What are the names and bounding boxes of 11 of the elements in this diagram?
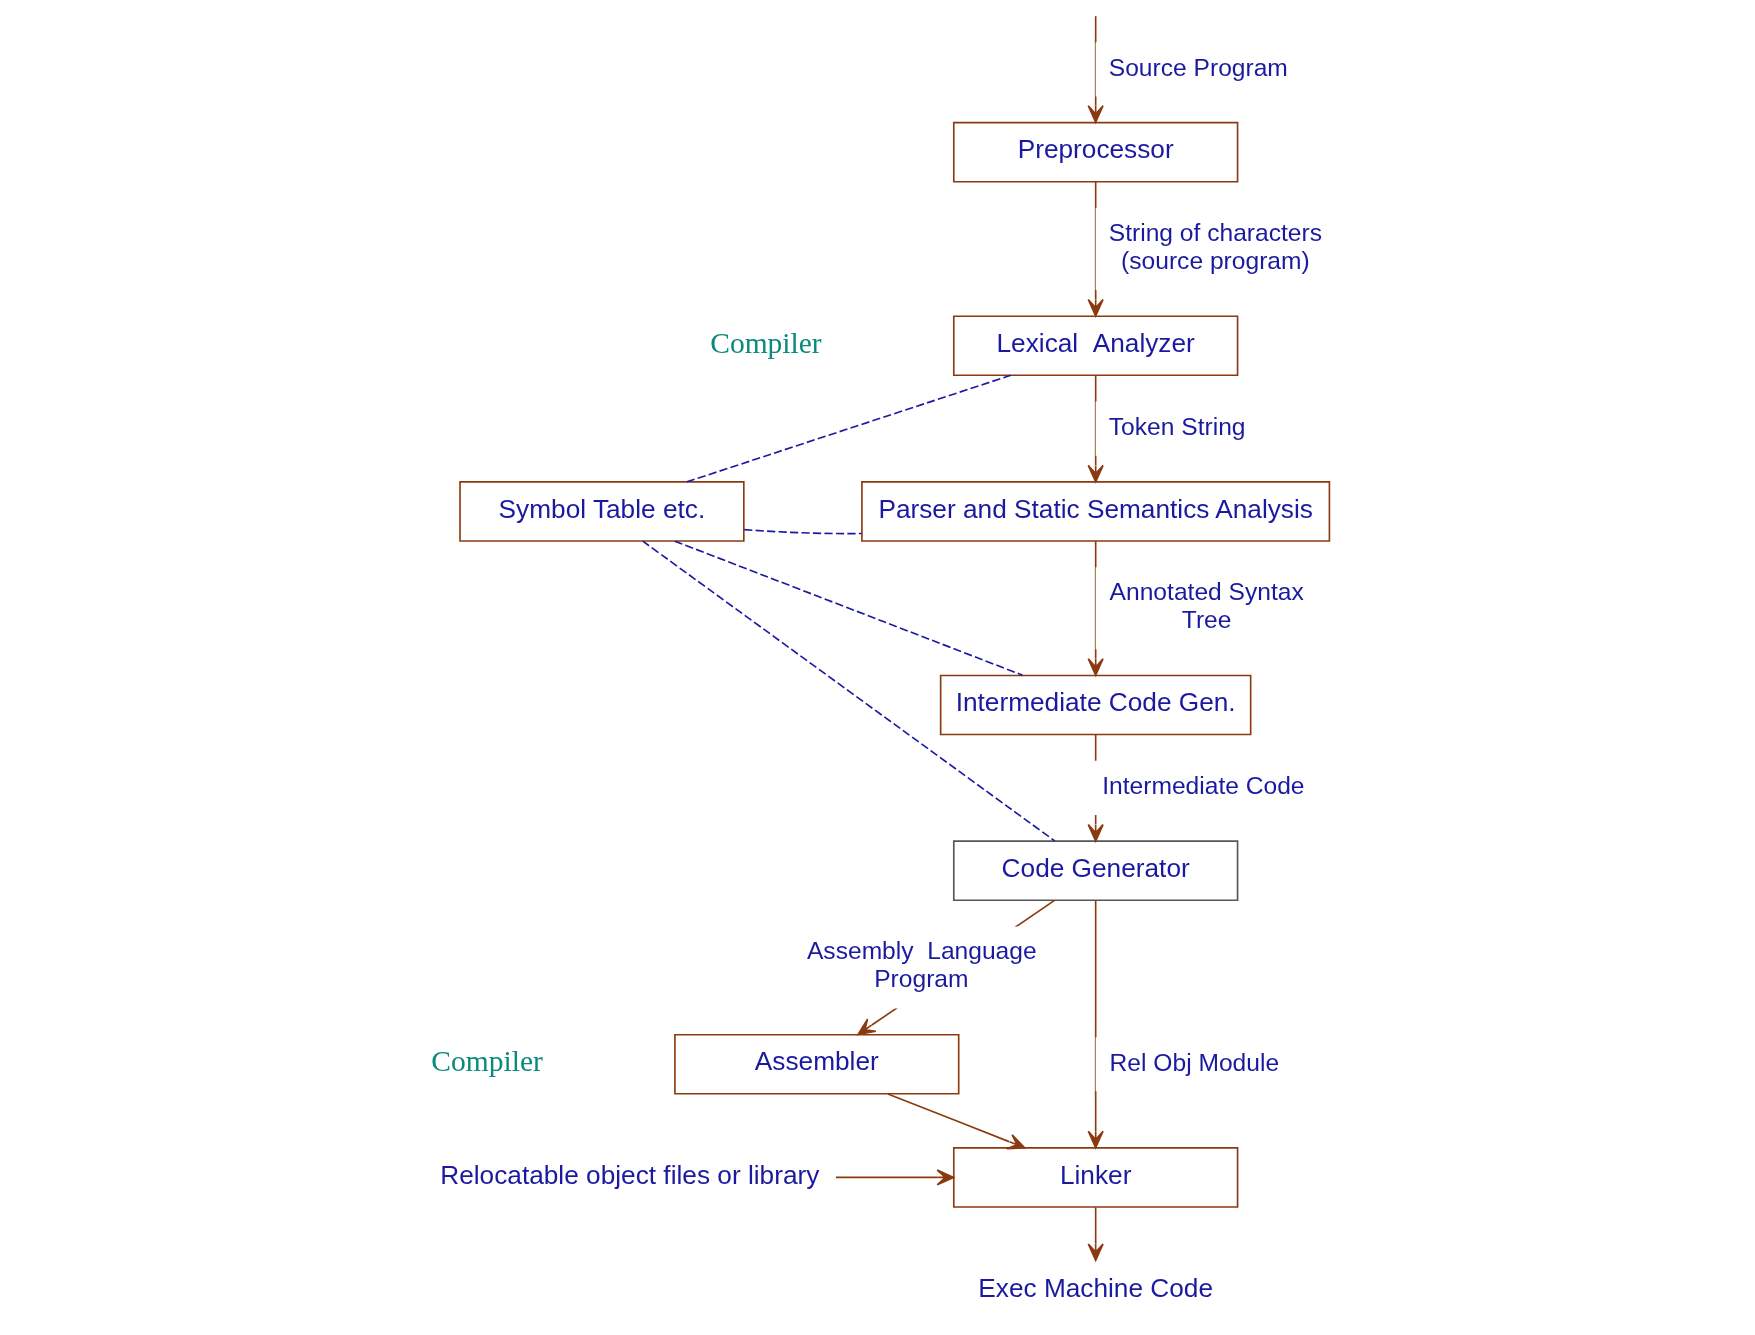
node-text: Relocatable object files or library <box>440 1159 820 1190</box>
edge-label: Annotated Syntax Tree <box>1109 578 1304 633</box>
edge-label: Source Program <box>1108 53 1288 81</box>
edge-label: Rel Obj Module <box>1109 1048 1280 1076</box>
edge-label: Assembly Language Program <box>806 937 1037 993</box>
node-text: Exec Machine Code <box>978 1272 1214 1303</box>
edge-label: Token String <box>1108 413 1246 441</box>
edge-label: String of characters (source program) <box>1108 218 1323 274</box>
label: Compiler <box>431 1045 543 1078</box>
label: Compiler <box>710 326 822 359</box>
edge-label: Intermediate Code <box>1102 772 1305 800</box>
